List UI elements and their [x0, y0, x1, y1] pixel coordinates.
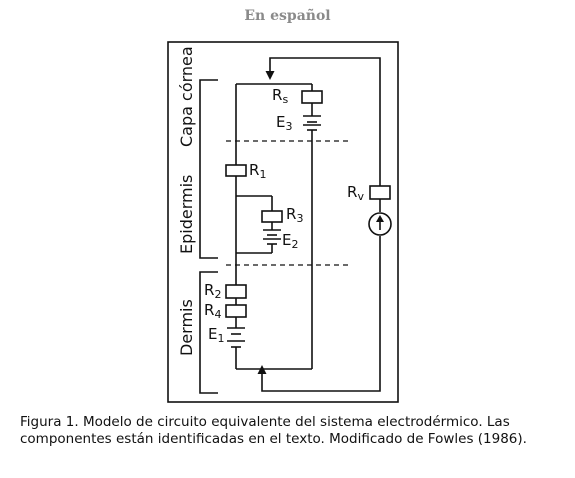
label-e3: E3 [276, 113, 292, 133]
diagram-frame [167, 41, 399, 403]
circuit-wires [235, 57, 381, 392]
label-r3: R3 [286, 205, 303, 225]
label-r1: R1 [249, 161, 266, 181]
resistor-rv [369, 185, 391, 200]
label-epidermis: Epidermis [177, 175, 196, 254]
label-rs: Rs [272, 86, 288, 106]
label-dermis: Dermis [177, 299, 196, 356]
resistor-r2 [225, 284, 247, 299]
label-e1: E1 [208, 325, 224, 345]
battery-e2 [263, 229, 281, 245]
label-e2: E2 [282, 231, 298, 251]
circuit-diagram: Capa córnea Epidermis Dermis Rs E3 R1 R3… [167, 41, 399, 403]
resistor-r3 [261, 210, 283, 223]
label-r4: R4 [204, 301, 221, 321]
label-rv: Rv [347, 183, 364, 203]
bracket-epidermis [199, 79, 218, 259]
bracket-dermis [199, 271, 218, 394]
figure-caption: Figura 1. Modelo de circuito equivalente… [20, 414, 527, 447]
arrow-up-icon [257, 365, 267, 374]
resistor-r1 [225, 164, 247, 177]
arrow-up-icon [376, 215, 384, 222]
battery-e3 [303, 115, 321, 131]
battery-e1 [227, 327, 245, 348]
resistor-r4 [225, 304, 247, 318]
label-capa-cornea: Capa córnea [177, 46, 196, 147]
header-title: En español [244, 8, 331, 24]
arrow-down-icon [265, 71, 275, 80]
label-r2: R2 [204, 281, 221, 301]
resistor-rs [301, 90, 323, 104]
